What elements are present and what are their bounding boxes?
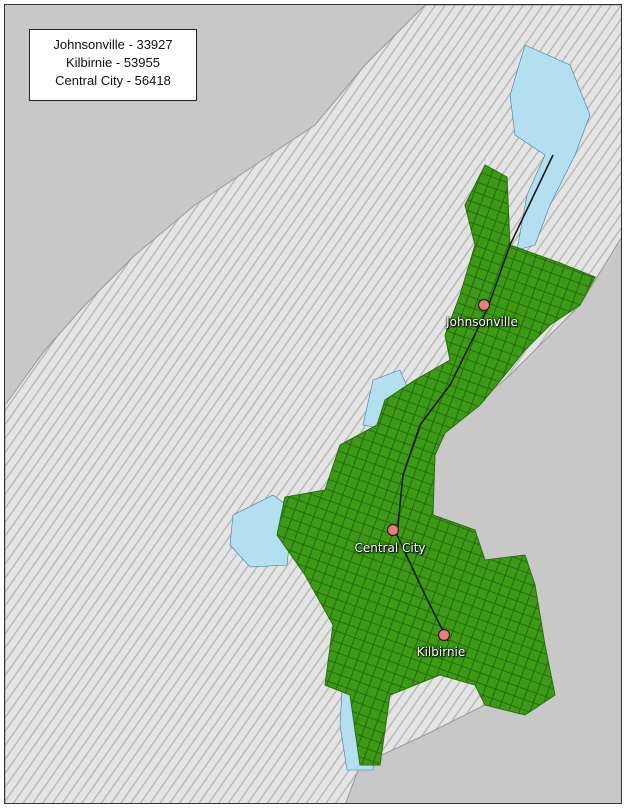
legend-row-kilbirnie: Kilbirnie - 53955 [66, 55, 160, 70]
urban-area [276, 164, 596, 766]
main-road [396, 154, 554, 642]
city-label-johnsonville: Johnsonville [446, 315, 518, 329]
city-marker-johnsonville[interactable] [477, 298, 491, 312]
legend-row-central-city: Central City - 56418 [55, 73, 171, 88]
city-marker-central-city[interactable] [386, 523, 400, 537]
city-marker-kilbirnie[interactable] [437, 628, 451, 642]
legend-row-johnsonville: Johnsonville - 33927 [53, 37, 173, 52]
map-frame: Johnsonville Central City Kilbirnie John… [4, 4, 622, 804]
map-canvas[interactable] [5, 5, 622, 804]
city-label-central-city: Central City [354, 541, 426, 555]
population-legend: Johnsonville - 33927 Kilbirnie - 53955 C… [29, 29, 197, 101]
water-area-west [229, 494, 294, 568]
city-label-kilbirnie: Kilbirnie [416, 645, 466, 659]
water-area-north [509, 44, 591, 251]
